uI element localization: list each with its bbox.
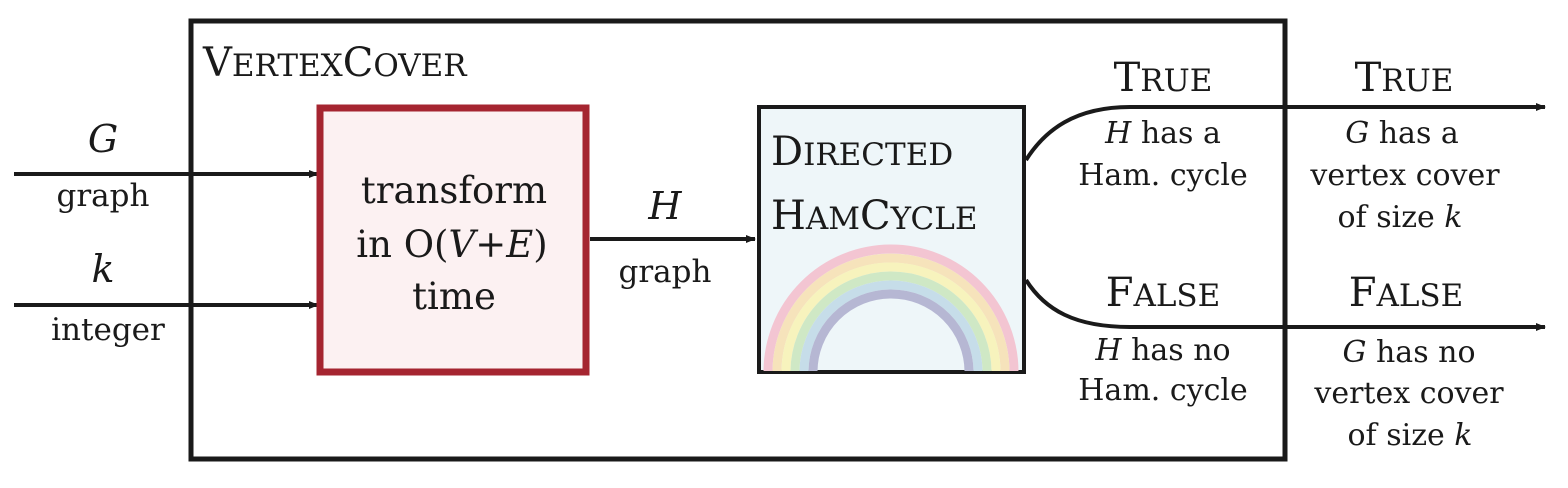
- transform-line1: transform: [361, 169, 547, 212]
- vertexcover-title: VERTEXCOVER: [202, 40, 468, 86]
- transform-line2: in O(V+E): [356, 223, 547, 266]
- rainbow-icon: [763, 244, 1019, 371]
- inner-true-note1: H has a: [1104, 116, 1221, 151]
- oracle-title-line1: DIRECTED: [771, 129, 953, 175]
- transform-box: [316, 104, 590, 376]
- middle-h-var: H: [647, 184, 682, 228]
- middle-h-type: graph: [619, 254, 712, 290]
- inner-false-label: FALSE: [1106, 270, 1221, 316]
- input-k-type: integer: [51, 312, 165, 348]
- oracle-title-line2: HAMCYCLE: [771, 193, 978, 239]
- transform-line3: time: [412, 275, 496, 318]
- outer-false-note3: of size k: [1348, 418, 1473, 453]
- inner-true-note2: Ham. cycle: [1078, 158, 1247, 193]
- input-k-var: k: [91, 247, 114, 291]
- outer-true-label: TRUE: [1355, 55, 1454, 101]
- outer-false-note2: vertex cover: [1313, 376, 1504, 411]
- outer-false-note1: G has no: [1342, 335, 1475, 370]
- false-output-arrow: [1024, 278, 1546, 331]
- outer-true-note3: of size k: [1338, 200, 1463, 235]
- inner-true-label: TRUE: [1114, 55, 1213, 101]
- outer-true-note2: vertex cover: [1309, 158, 1500, 193]
- vertexcover-outer-box: [188, 18, 1288, 462]
- outer-true-note1: G has a: [1345, 116, 1459, 151]
- inner-false-note1: H has no: [1094, 333, 1230, 368]
- inner-false-note2: Ham. cycle: [1078, 373, 1247, 408]
- outer-false-label: FALSE: [1349, 270, 1464, 316]
- true-output-arrow: [1024, 103, 1546, 162]
- input-g-type: graph: [57, 178, 150, 214]
- input-g-var: G: [88, 117, 118, 161]
